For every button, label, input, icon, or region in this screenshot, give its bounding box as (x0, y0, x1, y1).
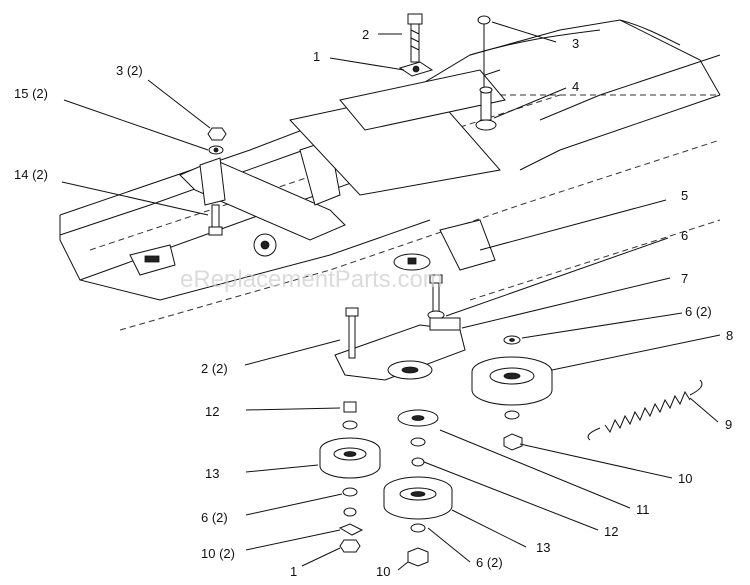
callout-15-2: 15 (2) (14, 86, 48, 101)
callout-10-b: 10 (376, 564, 390, 579)
callout-3-top: 3 (572, 36, 579, 51)
bolt-left (208, 204, 223, 236)
spacer-disc (393, 253, 431, 271)
pulley-right (471, 356, 553, 406)
idler-spring (587, 379, 703, 441)
bolt-top (407, 13, 423, 63)
spacer-left (342, 401, 358, 430)
callout-13-b: 13 (536, 540, 550, 555)
washers-left-lower (338, 487, 364, 553)
callout-4: 4 (572, 79, 579, 94)
callout-14-2: 14 (2) (14, 167, 48, 182)
callout-1-bottom: 1 (290, 564, 297, 579)
callout-5: 5 (681, 188, 688, 203)
spacer-center (397, 409, 439, 467)
callout-8: 8 (726, 328, 733, 343)
callout-1-top: 1 (313, 49, 320, 64)
nut-top-right (477, 15, 491, 95)
callout-10-2: 10 (2) (201, 546, 235, 561)
callout-12-a: 12 (205, 404, 219, 419)
callout-6-2-b: 6 (2) (201, 510, 228, 525)
callout-12-b: 12 (604, 524, 618, 539)
callout-13-a: 13 (205, 466, 219, 481)
pulley-left (319, 437, 381, 479)
idler-bracket (334, 317, 466, 381)
callout-6-2-a: 6 (2) (685, 304, 712, 319)
callout-6-2-c: 6 (2) (476, 555, 503, 570)
washer-top (398, 61, 434, 77)
callout-11: 11 (636, 502, 650, 517)
callout-2-2: 2 (2) (201, 361, 228, 376)
callout-labels: 2 3 1 3 (2) 4 15 (2) 14 (2) 5 6 7 6 (2) … (14, 27, 733, 579)
watermark-text: eReplacementParts.com (180, 266, 443, 293)
callout-6-a: 6 (681, 228, 688, 243)
washer-right-top (503, 335, 521, 345)
callout-7: 7 (681, 271, 688, 286)
callout-9: 9 (725, 417, 732, 432)
leader-lines (61, 21, 721, 571)
callout-10-a: 10 (678, 471, 692, 486)
washers-center-lower (407, 523, 429, 567)
frame-bracket-top (289, 69, 506, 271)
washers-right-lower (503, 410, 523, 451)
nut-left (207, 127, 227, 155)
callout-2-top: 2 (362, 27, 369, 42)
pivot-pin (475, 86, 497, 131)
callout-3-2: 3 (2) (116, 63, 143, 78)
pulley-center (383, 476, 453, 520)
frame-bracket-left (129, 139, 346, 276)
bolt-left-pulley (345, 307, 359, 359)
